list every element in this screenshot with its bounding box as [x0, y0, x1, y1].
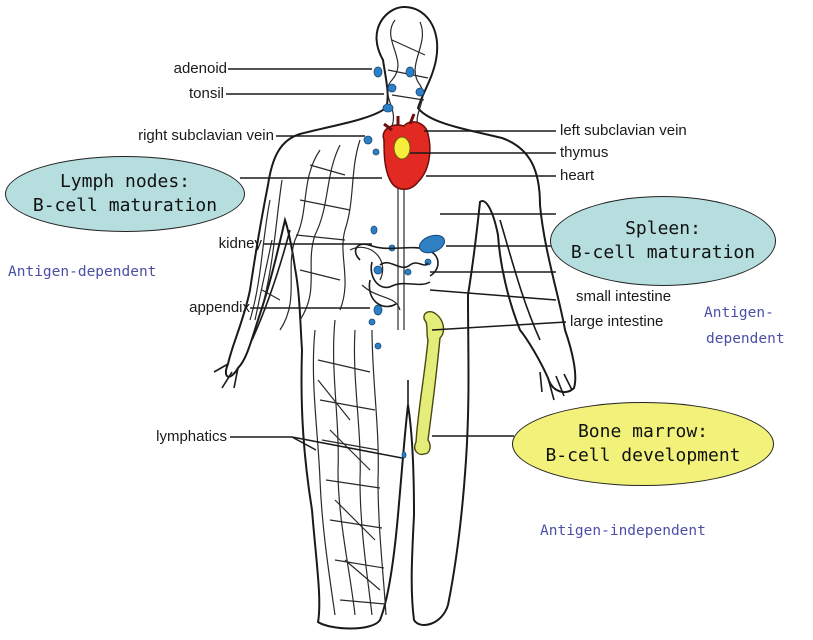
bone-marrow-callout-role: B-cell development	[545, 444, 740, 468]
small-intestine-label: small intestine	[576, 288, 671, 306]
appendix-label: appendix	[189, 299, 250, 317]
lymph-nodes-callout-role: B-cell maturation	[33, 194, 217, 218]
lymphatics-label: lymphatics	[156, 428, 227, 446]
left-subclavian-vein-label: left subclavian vein	[560, 122, 687, 140]
heart-label: heart	[560, 167, 594, 185]
intestines	[356, 244, 438, 306]
bone-marrow-antigen-note: Antigen-independent	[540, 521, 706, 541]
spleen-callout: Spleen: B-cell maturation	[550, 196, 776, 286]
lymph-nodes-callout: Lymph nodes: B-cell maturation	[5, 156, 245, 232]
right-subclavian-vein-label: right subclavian vein	[138, 127, 274, 145]
lymphatic-vessels	[250, 20, 428, 615]
large-intestine-label: large intestine	[570, 313, 663, 331]
bone-marrow-callout-title: Bone marrow:	[578, 420, 708, 444]
adenoid-label: adenoid	[174, 60, 227, 78]
body-outline	[226, 7, 575, 629]
spleen-antigen-note-line1: Antigen-	[704, 303, 774, 323]
spleen-callout-title: Spleen:	[625, 217, 701, 241]
lymph-nodes-callout-title: Lymph nodes:	[60, 170, 190, 194]
thymus-organ	[394, 137, 410, 159]
spleen-callout-role: B-cell maturation	[571, 241, 755, 265]
lymph-nodes-antigen-note: Antigen-dependent	[8, 262, 156, 282]
spleen-antigen-note-line2: dependent	[706, 329, 785, 349]
tonsil-label: tonsil	[189, 85, 224, 103]
bone-marrow-callout: Bone marrow: B-cell development	[512, 402, 774, 486]
thymus-label: thymus	[560, 144, 608, 162]
bone-marrow-organ	[415, 312, 444, 455]
kidney-label: kidney	[219, 235, 262, 253]
spleen-organ	[417, 232, 447, 256]
